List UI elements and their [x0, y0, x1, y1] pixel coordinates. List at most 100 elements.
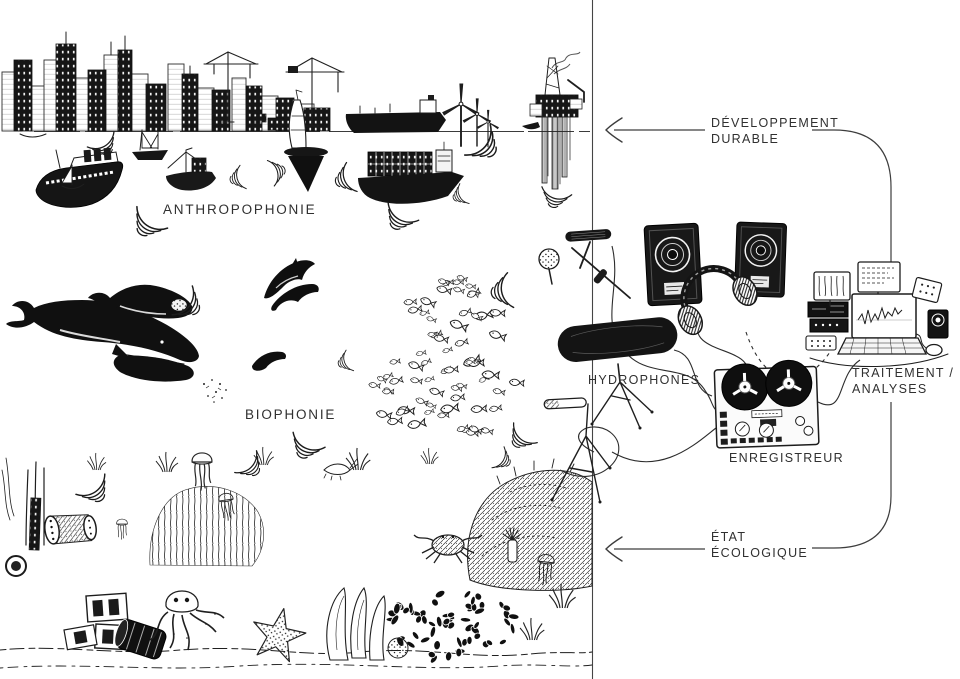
- mussel-icon: [436, 615, 443, 628]
- offshore-structures: [441, 51, 585, 190]
- boom-microphone-icon: [538, 229, 631, 299]
- mussel-icon: [421, 615, 428, 625]
- sound-wave-icon: [491, 446, 517, 475]
- sound-wave-icon: [377, 201, 420, 238]
- mussel-icon: [470, 595, 476, 606]
- label-biophonie: BIOPHONIE: [245, 407, 336, 422]
- fish-icon: [406, 418, 427, 430]
- fish-icon: [423, 408, 435, 416]
- jellyfish-icon: [191, 452, 213, 492]
- mussel-icon: [485, 639, 494, 646]
- fish-icon: [443, 365, 459, 374]
- seafloor-reef: [0, 446, 593, 669]
- fish-icon: [425, 315, 437, 323]
- cinder-block-icon: [63, 624, 98, 651]
- mussel-icon: [473, 607, 486, 615]
- fish-icon: [425, 401, 437, 409]
- sound-wave-icon: [329, 161, 358, 198]
- fish-icon: [441, 346, 453, 354]
- mussel-icon: [463, 590, 472, 599]
- mussel-icon: [446, 611, 456, 618]
- fish-icon: [448, 317, 469, 333]
- shrimp-icon: [323, 458, 359, 481]
- mussel-icon: [508, 613, 520, 620]
- vessels: [19, 89, 464, 208]
- coral-mound: [467, 469, 593, 591]
- sound-wave-icon: [334, 349, 355, 376]
- mussel-icon: [402, 606, 410, 615]
- fish-icon: [487, 329, 507, 342]
- computer-workstation-icon: [805, 261, 949, 367]
- fish-icon: [409, 376, 423, 385]
- fish-icon: [419, 295, 437, 309]
- fish-icon: [470, 404, 488, 414]
- jellyfish-icon: [116, 518, 128, 540]
- sailing-boat-icon: [132, 129, 168, 160]
- sound-wave-icon: [284, 431, 326, 466]
- fish-icon: [403, 298, 418, 306]
- mussel-icon: [427, 620, 437, 628]
- container-ship-icon: [358, 141, 464, 204]
- mussel-icon: [429, 626, 436, 638]
- sound-wave-icon: [266, 156, 289, 187]
- labels: ANTHROPOPHONIE BIOPHONIE HYDROPHONES ENR…: [163, 115, 954, 560]
- sound-wave-icon: [536, 186, 573, 212]
- city-skyline: [1, 31, 345, 132]
- sound-wave-icon: [502, 422, 538, 457]
- mussel-icon: [433, 640, 441, 651]
- headphones-icon: [677, 265, 758, 336]
- fish-icon: [423, 375, 435, 383]
- sound-wave-icon: [487, 272, 515, 312]
- mussel-icon: [393, 602, 401, 615]
- mussel-icon: [431, 598, 439, 607]
- mussel-icon: [415, 615, 423, 624]
- fish-icon: [435, 284, 453, 295]
- octopus-icon: [149, 590, 225, 651]
- wind-turbine-icon: [441, 83, 480, 147]
- biophony-fauna: [6, 258, 556, 587]
- sound-wave-icon: [124, 205, 169, 246]
- mussel-icon: [455, 647, 463, 658]
- krill-icon: [203, 379, 227, 403]
- label-enregistreur: ENREGISTREUR: [729, 451, 844, 465]
- fish-icon: [389, 358, 401, 365]
- mussel-icon: [473, 621, 480, 630]
- algae-leaves: [326, 586, 409, 661]
- label-developpement-line2: DURABLE: [711, 132, 779, 146]
- mussel-icon: [502, 604, 511, 612]
- mussel-icon: [456, 636, 463, 648]
- windshield-hydrophone-icon: [557, 317, 678, 430]
- mouse-icon: [925, 343, 943, 357]
- fish-icon: [437, 412, 450, 419]
- fish-icon: [449, 393, 466, 402]
- fish-icon: [419, 358, 432, 367]
- label-etat-line2: ÉCOLOGIQUE: [711, 545, 808, 560]
- harbor-crane-icon: [203, 51, 259, 123]
- label-anthropophonie: ANTHROPOPHONIE: [163, 202, 316, 217]
- label-developpement-line1: DÉVELOPPEMENT: [711, 115, 839, 130]
- fish-icon: [388, 376, 404, 386]
- reel-to-reel-recorder-icon: [713, 359, 820, 449]
- fishing-boat-icon: [166, 147, 216, 191]
- fish-icon: [454, 338, 469, 348]
- label-traitement-line1: TRAITEMENT /: [852, 366, 954, 380]
- fish-icon: [458, 307, 473, 318]
- fish-icon: [415, 349, 427, 357]
- fish-icon: [492, 387, 506, 396]
- fish-icon: [414, 396, 429, 407]
- fish-icon: [508, 378, 525, 387]
- mussel-icon: [442, 617, 451, 626]
- mussel-icon: [420, 636, 431, 644]
- sail-buoy-icon: [284, 89, 328, 192]
- dolphin-icon: [252, 258, 319, 371]
- loudspeaker-icon: [643, 222, 703, 307]
- anemone-icon: [502, 527, 522, 563]
- ferry-boat-icon: [35, 147, 124, 208]
- mussel-icon: [390, 614, 400, 626]
- fish-icon: [465, 283, 477, 290]
- recording-equipment: [538, 221, 949, 504]
- mussel-icon: [411, 631, 420, 640]
- mussel-icon: [498, 638, 507, 646]
- starfish-icon: [253, 608, 307, 663]
